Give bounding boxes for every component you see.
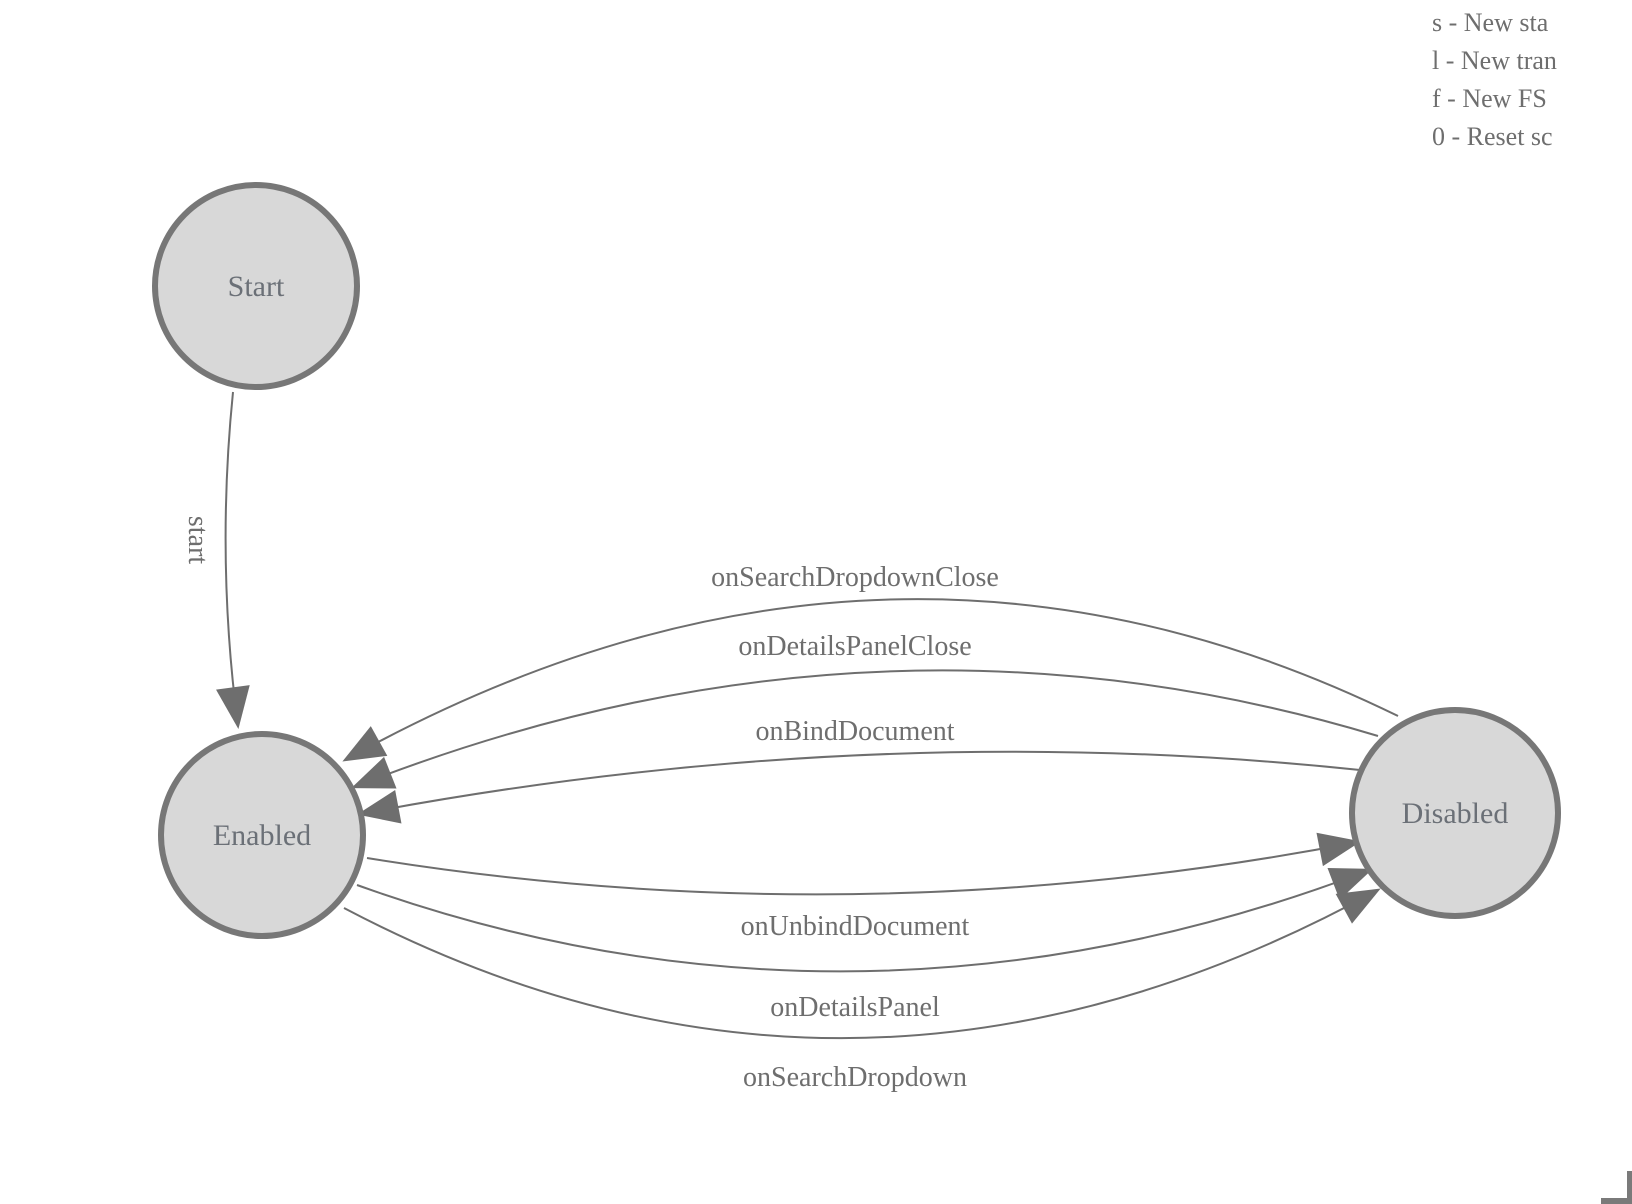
edge-start-to-enabled[interactable] — [216, 391, 250, 729]
edge-label-onUnbindDocument[interactable]: onUnbindDocument — [741, 911, 970, 942]
state-node-enabled[interactable] — [158, 731, 366, 939]
legend-line-new-fsm: f - New FS — [1432, 84, 1547, 113]
edge-onSearchDropdownClose[interactable] — [342, 598, 1399, 762]
legend-line-new-transition: l - New tran — [1432, 46, 1557, 75]
canvas-corner-handle — [1601, 1198, 1632, 1204]
edge-label-onBindDocument[interactable]: onBindDocument — [755, 716, 954, 747]
legend-line-reset: 0 - Reset sc — [1432, 122, 1553, 151]
edge-label-onSearchDropdownClose[interactable]: onSearchDropdownClose — [711, 562, 999, 593]
edge-label-onDetailsPanel[interactable]: onDetailsPanel — [770, 992, 940, 1023]
state-node-start[interactable] — [152, 182, 360, 390]
shortcut-legend: s - New sta l - New tran f - New FS 0 - … — [1432, 4, 1557, 156]
edge-label-onSearchDropdown[interactable]: onSearchDropdown — [743, 1062, 967, 1093]
edge-onDetailsPanelClose[interactable] — [351, 669, 1379, 789]
state-label-disabled: Disabled — [1402, 797, 1509, 830]
edge-onBindDocument[interactable] — [357, 750, 1361, 824]
state-label-enabled: Enabled — [213, 819, 311, 852]
legend-line-new-state: s - New sta — [1432, 8, 1549, 37]
edge-label-start[interactable]: start — [182, 516, 213, 564]
edge-onUnbindDocument[interactable] — [366, 832, 1361, 896]
state-label-start: Start — [228, 270, 285, 303]
edge-label-onDetailsPanelClose[interactable]: onDetailsPanelClose — [738, 631, 971, 662]
state-node-disabled[interactable] — [1349, 707, 1561, 919]
canvas-corner-handle — [1627, 1171, 1632, 1204]
edge-onSearchDropdown[interactable] — [343, 888, 1381, 1040]
edge-onDetailsPanel[interactable] — [356, 867, 1373, 973]
